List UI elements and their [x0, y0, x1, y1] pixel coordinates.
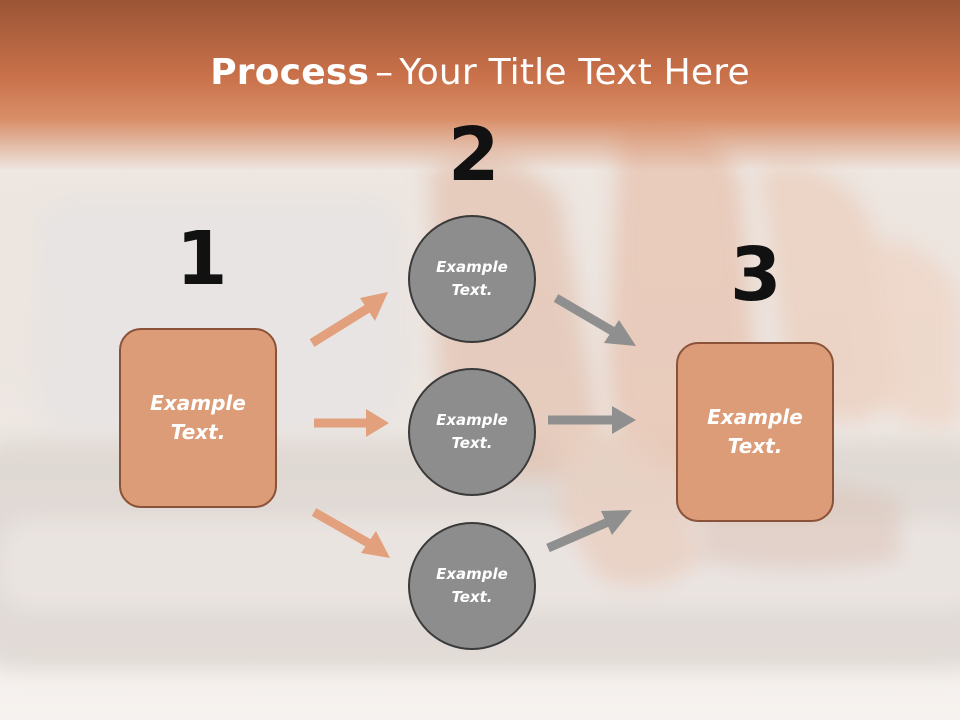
step-2-number: 2 [448, 112, 500, 198]
step-2-circle-middle: Example Text. [408, 368, 536, 496]
slide-title: Process–Your Title Text Here [0, 52, 960, 93]
arrow-1-to-middle [314, 409, 389, 437]
arrow-1-to-top [309, 292, 388, 347]
title-bold: Process [210, 52, 370, 93]
circle-bottom-text: Example Text. [436, 565, 508, 606]
step-3-box-text: Example Text. [707, 405, 803, 458]
arrow-bottom-to-3 [546, 510, 632, 553]
step-1-box: Example Text. [119, 328, 277, 508]
step-1-number: 1 [176, 216, 228, 302]
step-2-circle-bottom: Example Text. [408, 522, 536, 650]
circle-top-text: Example Text. [436, 258, 508, 299]
circle-middle-text: Example Text. [436, 411, 508, 452]
step-1-box-text: Example Text. [150, 391, 246, 444]
arrow-middle-to-3 [548, 406, 636, 434]
step-3-box: Example Text. [676, 342, 834, 522]
title-separator: – [375, 52, 394, 93]
step-2-circle-top: Example Text. [408, 215, 536, 343]
step-3-number: 3 [730, 232, 782, 318]
arrow-top-to-3 [553, 294, 636, 346]
header-band [0, 0, 960, 170]
arrow-1-to-bottom [311, 508, 390, 558]
title-rest: Your Title Text Here [399, 52, 750, 93]
